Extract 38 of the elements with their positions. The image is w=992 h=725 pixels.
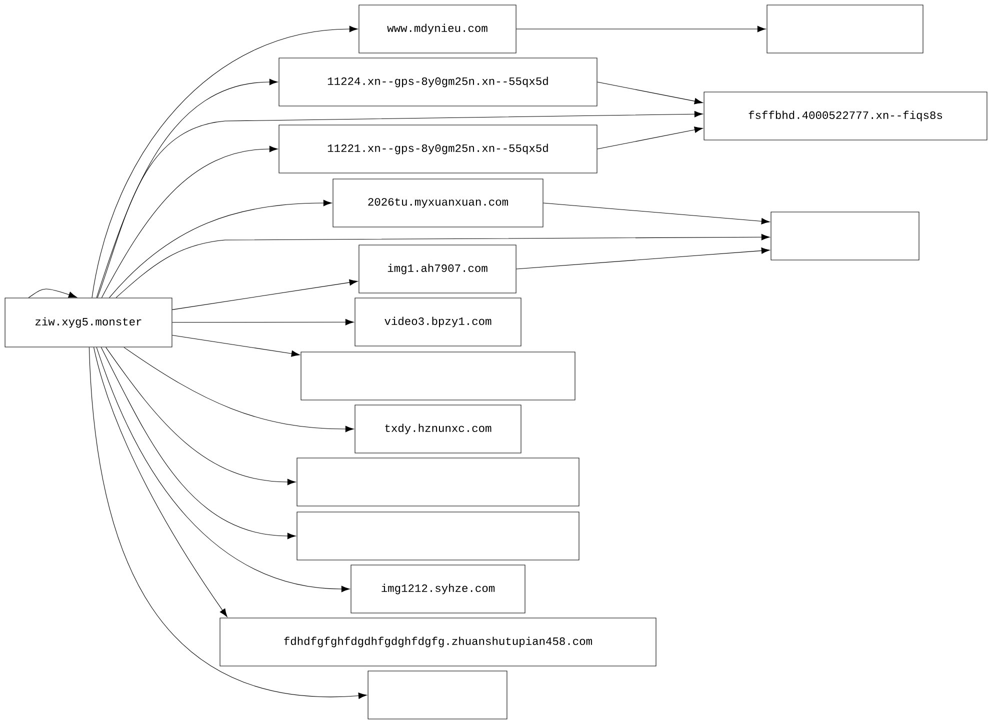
- arrow: [543, 202, 770, 224]
- empty-box: [296, 512, 580, 560]
- arrow: [597, 82, 703, 104]
- arrow: [597, 126, 703, 150]
- domain-box: ziw.xyg5.monster: [4, 298, 172, 348]
- empty-box: [770, 212, 920, 260]
- arrow: [172, 335, 300, 357]
- domain-box: 2026tu.myxuanxuan.com: [332, 178, 544, 228]
- arrow: [172, 318, 354, 326]
- arrow: [516, 248, 770, 270]
- domain-box: txdy.hznunxc.com: [354, 404, 522, 454]
- arrow: [97, 110, 703, 298]
- arrow: [124, 347, 354, 432]
- domain-box: img1.ah7907.com: [358, 244, 516, 294]
- arrow: [96, 347, 350, 592]
- arrow: [88, 347, 367, 699]
- arrow: [106, 347, 296, 486]
- arrow: [172, 279, 358, 310]
- arrow: [92, 26, 358, 298]
- domain-box: 11224.xn--gps-8y0gm25n.xn--55qx5d: [278, 58, 598, 106]
- arrow: [116, 234, 770, 298]
- arrow: [94, 347, 228, 618]
- arrow: [100, 347, 296, 540]
- domain-box: fsffbhd.4000522777.xn--fiqs8s: [704, 92, 988, 140]
- empty-box: [300, 352, 576, 400]
- domain-box: video3.bpzy1.com: [354, 298, 522, 346]
- arrow: [96, 78, 278, 298]
- arrow: [109, 200, 332, 298]
- arrow: [101, 146, 278, 298]
- empty-box: [368, 670, 508, 720]
- domain-box: 11221.xn--gps-8y0gm25n.xn--55qx5d: [278, 124, 598, 174]
- domain-box: www.mdynieu.com: [358, 4, 516, 54]
- domain-box: fdhdfgfghfdgdhfgdghfdgfg.zhuanshutupian458.com: [220, 618, 656, 666]
- arrow: [28, 288, 78, 298]
- domain-box: img1212.syhze.com: [350, 564, 526, 614]
- empty-box: [766, 4, 924, 54]
- arrow: [516, 26, 766, 32]
- empty-box: [296, 458, 580, 506]
